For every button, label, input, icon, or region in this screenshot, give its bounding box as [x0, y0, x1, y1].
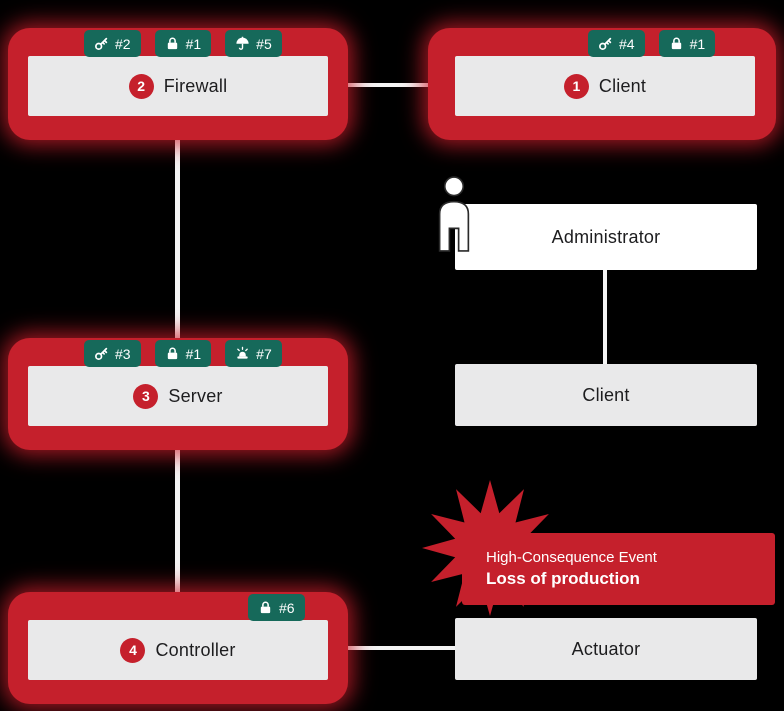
key-icon	[94, 346, 109, 361]
actuator-label: Actuator	[571, 638, 641, 659]
server-node[interactable]: 3 Server	[28, 366, 328, 426]
client-top-badge-lock[interactable]: #1	[658, 30, 716, 57]
server-badge-lock[interactable]: #1	[154, 340, 212, 367]
badge-label: #4	[619, 35, 635, 52]
edge-controller-actuator	[340, 646, 460, 650]
edge-firewall-server	[175, 110, 180, 370]
badge-label: #2	[115, 35, 131, 52]
firewall-badge-key[interactable]: #2	[84, 30, 141, 57]
client-top-step-number: 1	[563, 73, 589, 99]
server-step-number: 3	[133, 383, 159, 409]
firewall-badge-umbrella[interactable]: #5	[225, 30, 282, 57]
key-icon	[94, 36, 109, 51]
controller-step-number: 4	[120, 637, 146, 663]
lock-icon	[258, 600, 273, 615]
administrator-node[interactable]: Administrator	[455, 204, 757, 270]
firewall-label: Firewall	[163, 75, 228, 96]
badge-label: #1	[185, 35, 202, 52]
lock-icon	[165, 346, 180, 361]
actuator-node[interactable]: Actuator	[455, 618, 757, 680]
umbrella-icon	[235, 36, 250, 51]
client-mid-label: Client	[582, 384, 630, 405]
badge-label: #5	[256, 35, 272, 52]
high-consequence-event-banner: High-Consequence Event Loss of productio…	[462, 533, 775, 605]
badge-label: #1	[185, 345, 202, 362]
badge-label: #3	[115, 345, 131, 362]
lock-icon	[165, 36, 180, 51]
server-badge-key[interactable]: #3	[84, 340, 141, 367]
client-top-node[interactable]: 1 Client	[455, 56, 755, 116]
edge-server-controller	[175, 420, 180, 625]
key-icon	[598, 36, 613, 51]
controller-node[interactable]: 4 Controller	[28, 620, 328, 680]
edge-firewall-client	[340, 83, 460, 87]
controller-badge-lock[interactable]: #6	[248, 594, 305, 621]
badge-label: #6	[279, 599, 295, 616]
badge-label: #1	[689, 35, 706, 52]
client-top-label: Client	[598, 75, 647, 96]
alarm-icon	[235, 346, 250, 361]
server-label: Server	[168, 385, 223, 406]
firewall-step-number: 2	[128, 73, 154, 99]
firewall-node[interactable]: 2 Firewall	[28, 56, 328, 116]
client-top-badge-key[interactable]: #4	[588, 30, 645, 57]
controller-label: Controller	[155, 639, 236, 660]
person-icon	[428, 175, 480, 253]
badge-label: #7	[256, 345, 272, 362]
edge-administrator-client	[603, 268, 607, 368]
firewall-badge-lock[interactable]: #1	[154, 30, 212, 57]
lock-icon	[669, 36, 684, 51]
client-mid-node[interactable]: Client	[455, 364, 757, 426]
server-badge-alarm[interactable]: #7	[225, 340, 282, 367]
administrator-label: Administrator	[551, 226, 661, 247]
event-subtitle: Loss of production	[486, 569, 640, 588]
event-title: High-Consequence Event	[486, 549, 657, 566]
